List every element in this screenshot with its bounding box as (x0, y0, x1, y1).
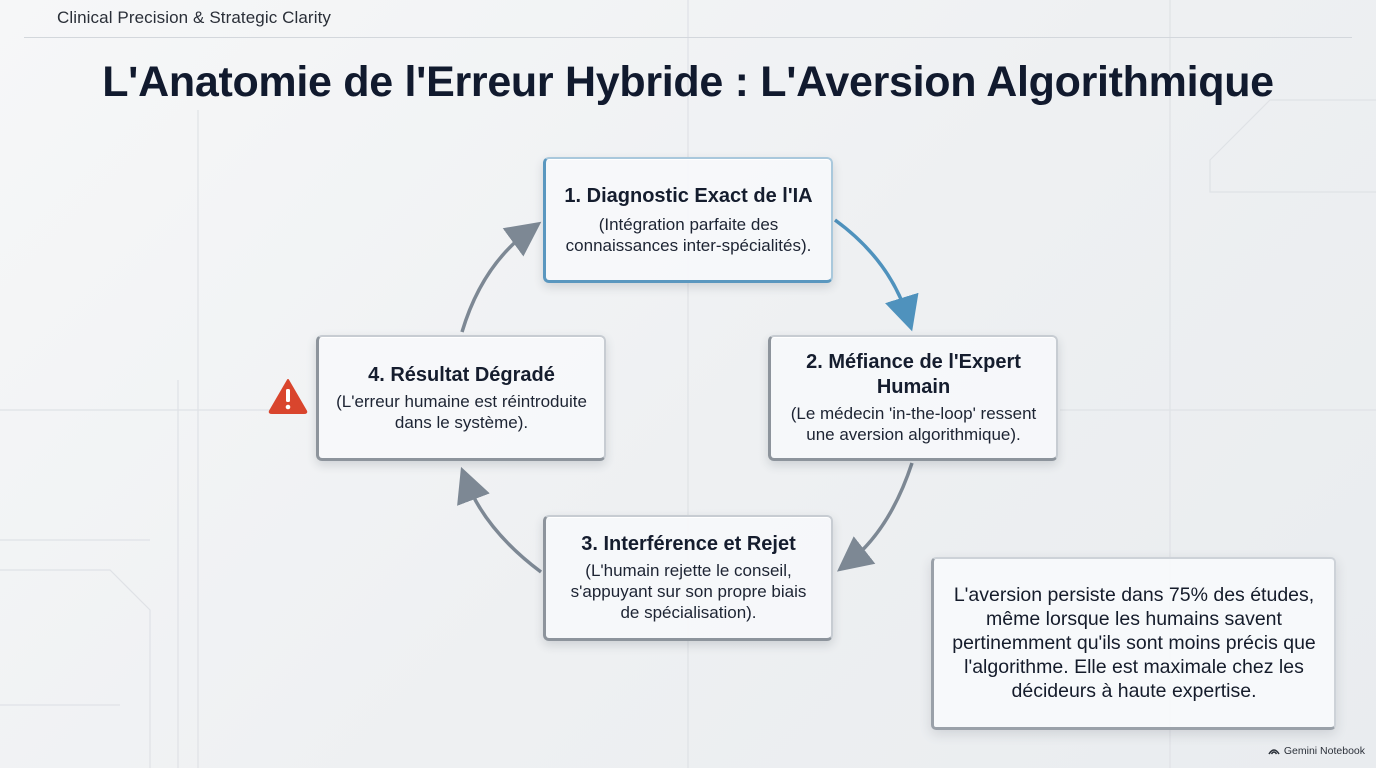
warning-triangle-icon (268, 379, 308, 414)
step-3-description: (L'humain rejette le conseil, s'appuyant… (570, 561, 807, 622)
arrow-step3-to-step4 (457, 466, 543, 574)
header-label: Clinical Precision & Strategic Clarity (57, 8, 331, 27)
page-title: L'Anatomie de l'Erreur Hybride : L'Avers… (102, 58, 1274, 106)
footer-brand: Gemini Notebook (1268, 745, 1365, 757)
step-4-title: 4. Résultat Dégradé (368, 363, 555, 386)
arrow-step4-to-step1 (460, 221, 542, 333)
step-1-description: (Intégration parfaite des connaissances … (565, 214, 812, 255)
gemini-notebook-icon (1268, 749, 1280, 755)
cycle-step-1: 1. Diagnostic Exact de l'IA (Intégration… (543, 157, 833, 283)
cycle-step-2: 2. Méfiance de l'Expert Humain (Le médec… (768, 335, 1058, 461)
step-4-description: (L'erreur humaine est réintroduite dans … (336, 391, 587, 432)
arrow-step2-to-step3 (836, 462, 914, 572)
aversion-note-text: L'aversion persiste dans 75% des études,… (952, 584, 1316, 702)
arrow-step1-to-step2 (833, 218, 919, 332)
cycle-step-4: 4. Résultat Dégradé (L'erreur humaine es… (316, 335, 606, 461)
cycle-step-3: 3. Interférence et Rejet (L'humain rejet… (543, 515, 833, 641)
aversion-note-box: L'aversion persiste dans 75% des études,… (931, 557, 1336, 730)
step-2-title: 2. Méfiance de l'Expert Humain (806, 351, 1021, 398)
footer-brand-label: Gemini Notebook (1283, 745, 1365, 757)
step-1-title: 1. Diagnostic Exact de l'IA (564, 184, 813, 207)
step-2-description: (Le médecin 'in-the-loop' ressent une av… (790, 404, 1037, 444)
step-3-title: 3. Interférence et Rejet (581, 533, 796, 555)
header-divider (24, 37, 1352, 38)
